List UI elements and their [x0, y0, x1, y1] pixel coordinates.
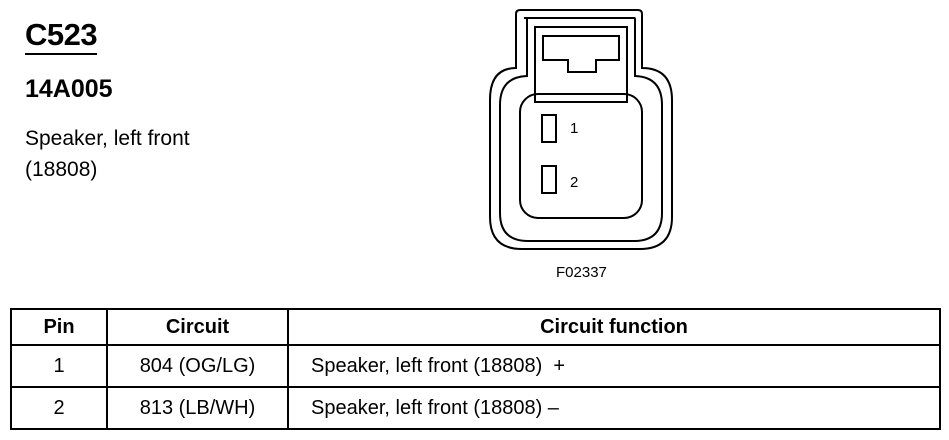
connector-latch-notch [542, 35, 620, 73]
figure-code: F02337 [556, 264, 607, 281]
circuit-cell: 804 (OG/LG) [106, 344, 289, 388]
connector-housing-inner [499, 17, 663, 242]
pin-cell: 1 [10, 344, 108, 388]
circuit-function-cell: Speaker, left front (18808) + [287, 344, 941, 388]
connector-id: C523 [25, 18, 98, 55]
connector-face-diagram: 1 2 [489, 9, 673, 250]
circuit-cell: 813 (LB/WH) [106, 386, 289, 430]
connector-housing-outer [489, 9, 673, 250]
pin-cell: 2 [10, 386, 108, 430]
part-number: 14A005 [25, 75, 113, 103]
column-header-circuit-function: Circuit function [287, 308, 941, 346]
pin-cavity-1 [541, 114, 557, 143]
pinout-table: Pin Circuit Circuit function 1 804 (OG/L… [10, 308, 941, 430]
connector-latch [534, 26, 628, 103]
connector-face [519, 93, 643, 219]
pin-label-2: 2 [570, 174, 578, 191]
circuit-function-cell: Speaker, left front (18808) – [287, 386, 941, 430]
column-header-circuit: Circuit [106, 308, 289, 346]
table-header-row: Pin Circuit Circuit function [10, 308, 941, 346]
connector-description: Speaker, left front (18808) [25, 127, 190, 181]
table-row: 1 804 (OG/LG) Speaker, left front (18808… [10, 344, 941, 388]
column-header-pin: Pin [10, 308, 108, 346]
pin-label-1: 1 [570, 120, 578, 137]
table-row: 2 813 (LB/WH) Speaker, left front (18808… [10, 386, 941, 430]
pin-cavity-2 [541, 165, 557, 194]
